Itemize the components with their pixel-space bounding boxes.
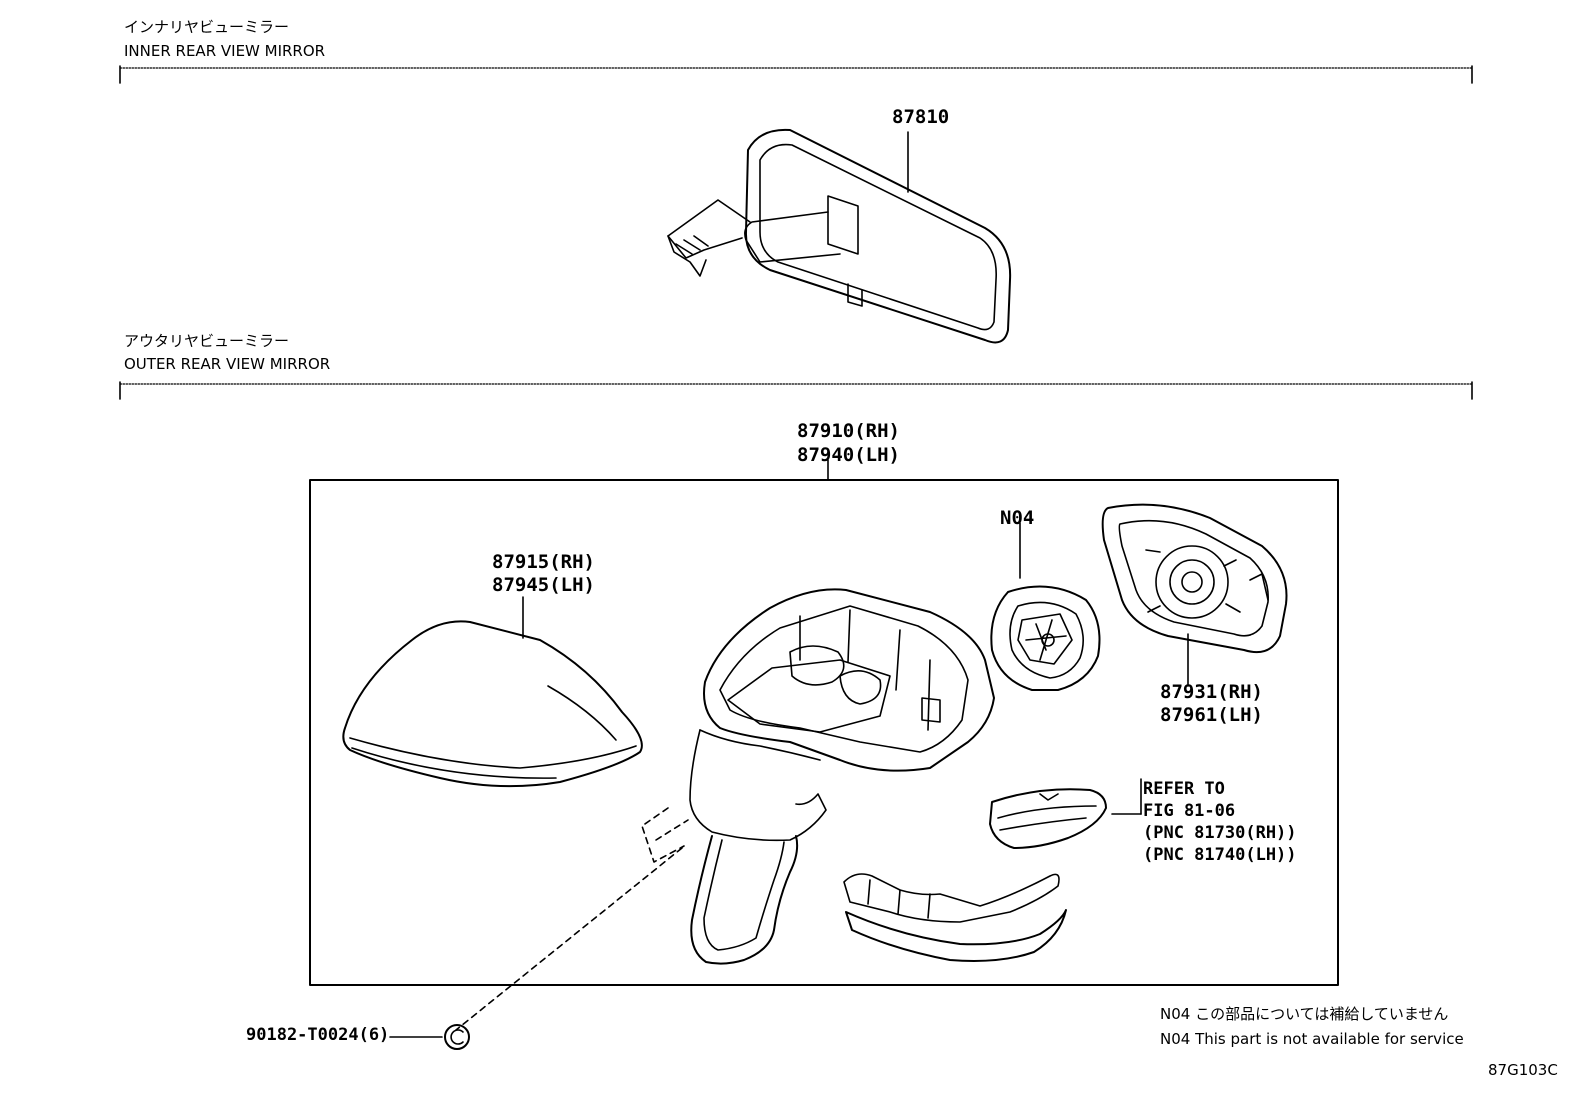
hidden-lines — [455, 807, 689, 1031]
part-number-screw: 90182-T0024(6) — [246, 1025, 390, 1045]
part-number-actuator: N04 — [1000, 507, 1035, 529]
actuator-drawing — [990, 585, 1101, 691]
inner-section-rule — [119, 65, 1473, 84]
inner-mirror-drawing — [667, 128, 1012, 344]
part-number-mirror-glass-lh: 87961(LH) — [1160, 704, 1263, 726]
part-number-cover-lh: 87945(LH) — [492, 574, 595, 596]
outer-section-rule — [119, 381, 1473, 400]
reference-line-4: (PNC 81740(LH)) — [1143, 845, 1297, 865]
mirror-glass-drawing — [1101, 503, 1288, 654]
reference-line-1: REFER TO — [1143, 779, 1225, 799]
part-number-cover-rh: 87915(RH) — [492, 551, 595, 573]
reference-line-3: (PNC 81730(RH)) — [1143, 823, 1297, 843]
assembly-frame — [309, 479, 1339, 986]
part-number-mirror-glass-rh: 87931(RH) — [1160, 681, 1263, 703]
part-number-outer-assembly-lh: 87940(LH) — [797, 444, 900, 466]
garnish-drawing — [843, 873, 1067, 962]
outer-section-title-jp: アウタリヤビューミラー — [124, 332, 290, 350]
inner-section-title-jp: インナリヤビューミラー — [124, 18, 290, 36]
figure-code: 87G103C — [1488, 1061, 1558, 1079]
screw-drawing — [444, 1024, 470, 1050]
inner-section-title-en: INNER REAR VIEW MIRROR — [124, 42, 326, 60]
note-en: N04 This part is not available for servi… — [1160, 1030, 1464, 1048]
mirror-cover-drawing — [342, 620, 643, 788]
turn-signal-drawing — [989, 788, 1107, 849]
part-number-inner-mirror: 87810 — [892, 106, 950, 128]
note-jp: N04 この部品については補給していません — [1160, 1005, 1449, 1023]
reference-line-2: FIG 81-06 — [1143, 801, 1236, 821]
mirror-housing-drawing — [689, 588, 995, 965]
outer-section-title-en: OUTER REAR VIEW MIRROR — [124, 355, 331, 373]
part-number-outer-assembly-rh: 87910(RH) — [797, 420, 900, 442]
